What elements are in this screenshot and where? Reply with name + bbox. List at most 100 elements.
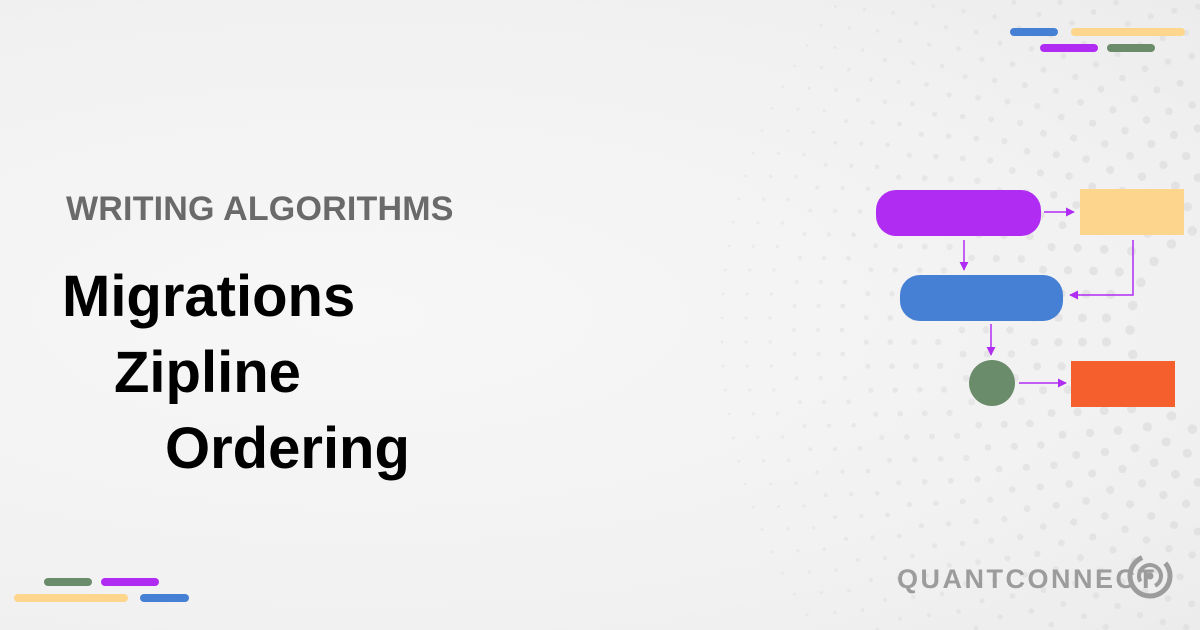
decor-dot <box>823 162 828 167</box>
decor-dot <box>849 492 854 497</box>
decor-dot <box>1137 479 1147 488</box>
decor-dot <box>811 525 816 530</box>
decor-dot <box>973 29 979 35</box>
decor-dot <box>796 548 800 553</box>
decor-dot <box>1136 611 1144 619</box>
decor-dot <box>1073 243 1082 253</box>
brand-wordmark: QUANTCONNECT <box>897 564 1157 594</box>
decor-dot <box>940 267 948 274</box>
decor-dot <box>819 65 824 70</box>
decor-dot <box>973 135 980 142</box>
title-line-1: Migrations <box>62 264 356 329</box>
decor-dot <box>807 86 811 90</box>
decor-dot <box>1039 129 1047 137</box>
decor-dot <box>911 338 918 346</box>
decor-dot <box>1006 326 1014 334</box>
decor-dot <box>914 21 919 26</box>
decor-dot <box>751 505 755 509</box>
decor-dot <box>953 432 961 440</box>
decor-dot <box>911 594 916 600</box>
decor-dot <box>1021 82 1028 89</box>
decor-dot <box>1052 87 1060 94</box>
decor-dot <box>1028 608 1035 614</box>
decor-dot <box>1033 362 1042 371</box>
decor-dot <box>792 303 797 308</box>
decor-dot <box>1023 147 1031 155</box>
decor-dot <box>882 597 887 602</box>
decor-dot <box>973 518 980 525</box>
decor-dot <box>805 613 809 617</box>
decor-dot <box>1008 486 1016 493</box>
decor-dot <box>924 82 930 87</box>
decor-dot <box>1101 313 1112 323</box>
decor-dot <box>885 512 891 518</box>
decor-dot <box>768 174 773 178</box>
decor-dot <box>1101 512 1109 520</box>
decor-dot <box>721 292 725 296</box>
decor-dot <box>937 455 944 462</box>
decor-dot <box>1119 74 1126 82</box>
decor-dot <box>1166 239 1177 249</box>
decor-dot <box>928 433 935 440</box>
decor-dot <box>819 24 823 27</box>
decor-dot <box>1047 243 1056 251</box>
decor-dot <box>889 290 895 297</box>
decor-dot <box>921 410 928 417</box>
decor-dot <box>879 434 885 441</box>
decor-dot <box>885 142 891 148</box>
decor-dot <box>1097 567 1105 575</box>
decor-dot <box>1089 119 1097 127</box>
decor-dot <box>786 527 790 531</box>
decor-dot <box>868 578 873 583</box>
decor-dot <box>1147 512 1156 520</box>
decor-dot <box>903 434 910 440</box>
decor-dot <box>1077 98 1084 106</box>
decor-dot <box>860 48 865 52</box>
decor-dot <box>911 60 916 66</box>
decor-dot <box>1101 140 1109 148</box>
decor-dot <box>910 553 915 559</box>
decor-dot <box>1060 52 1067 60</box>
decor-dot <box>775 244 780 249</box>
decor-dot <box>891 10 895 15</box>
decor-dot <box>892 387 899 393</box>
decor-dot <box>921 479 928 485</box>
decor-dot <box>826 423 832 428</box>
decor-dot <box>1078 337 1087 347</box>
decor-dot <box>1170 521 1178 530</box>
decor-dot <box>1182 623 1190 630</box>
decor-dot <box>1047 409 1056 417</box>
decor-dot <box>1085 428 1095 438</box>
decor-dot <box>731 436 735 440</box>
decor-dot <box>1113 0 1119 6</box>
decor-dot <box>1128 300 1138 311</box>
decor-dot <box>1065 172 1073 180</box>
decor-dot <box>926 613 932 618</box>
decor-dot <box>865 363 871 369</box>
decor-dot <box>1181 499 1191 508</box>
decor-dot <box>1070 134 1078 142</box>
decor-dot <box>882 555 888 561</box>
decor-dot <box>826 232 832 237</box>
decor-dot <box>731 220 735 224</box>
decor-dot <box>1194 3 1200 10</box>
decor-dot <box>821 255 827 261</box>
decor-dot <box>933 153 939 160</box>
decor-dot <box>744 174 747 178</box>
decor-dot <box>1130 95 1139 103</box>
decor-dot <box>840 351 846 357</box>
decor-dot <box>1097 85 1105 93</box>
decor-dot <box>1008 167 1016 174</box>
decor-dot <box>1114 602 1121 610</box>
decor-dot <box>756 220 760 225</box>
decor-dot <box>1037 441 1045 449</box>
decor-dot <box>865 291 871 297</box>
decor-dot <box>802 152 806 157</box>
decor-dot <box>745 292 749 296</box>
decor-dot <box>1171 181 1180 191</box>
decor-dot <box>896 480 902 486</box>
decor-dot <box>887 339 894 345</box>
decor-dot <box>771 268 776 272</box>
decor-dot <box>1193 478 1200 487</box>
decor-dot <box>832 208 838 214</box>
